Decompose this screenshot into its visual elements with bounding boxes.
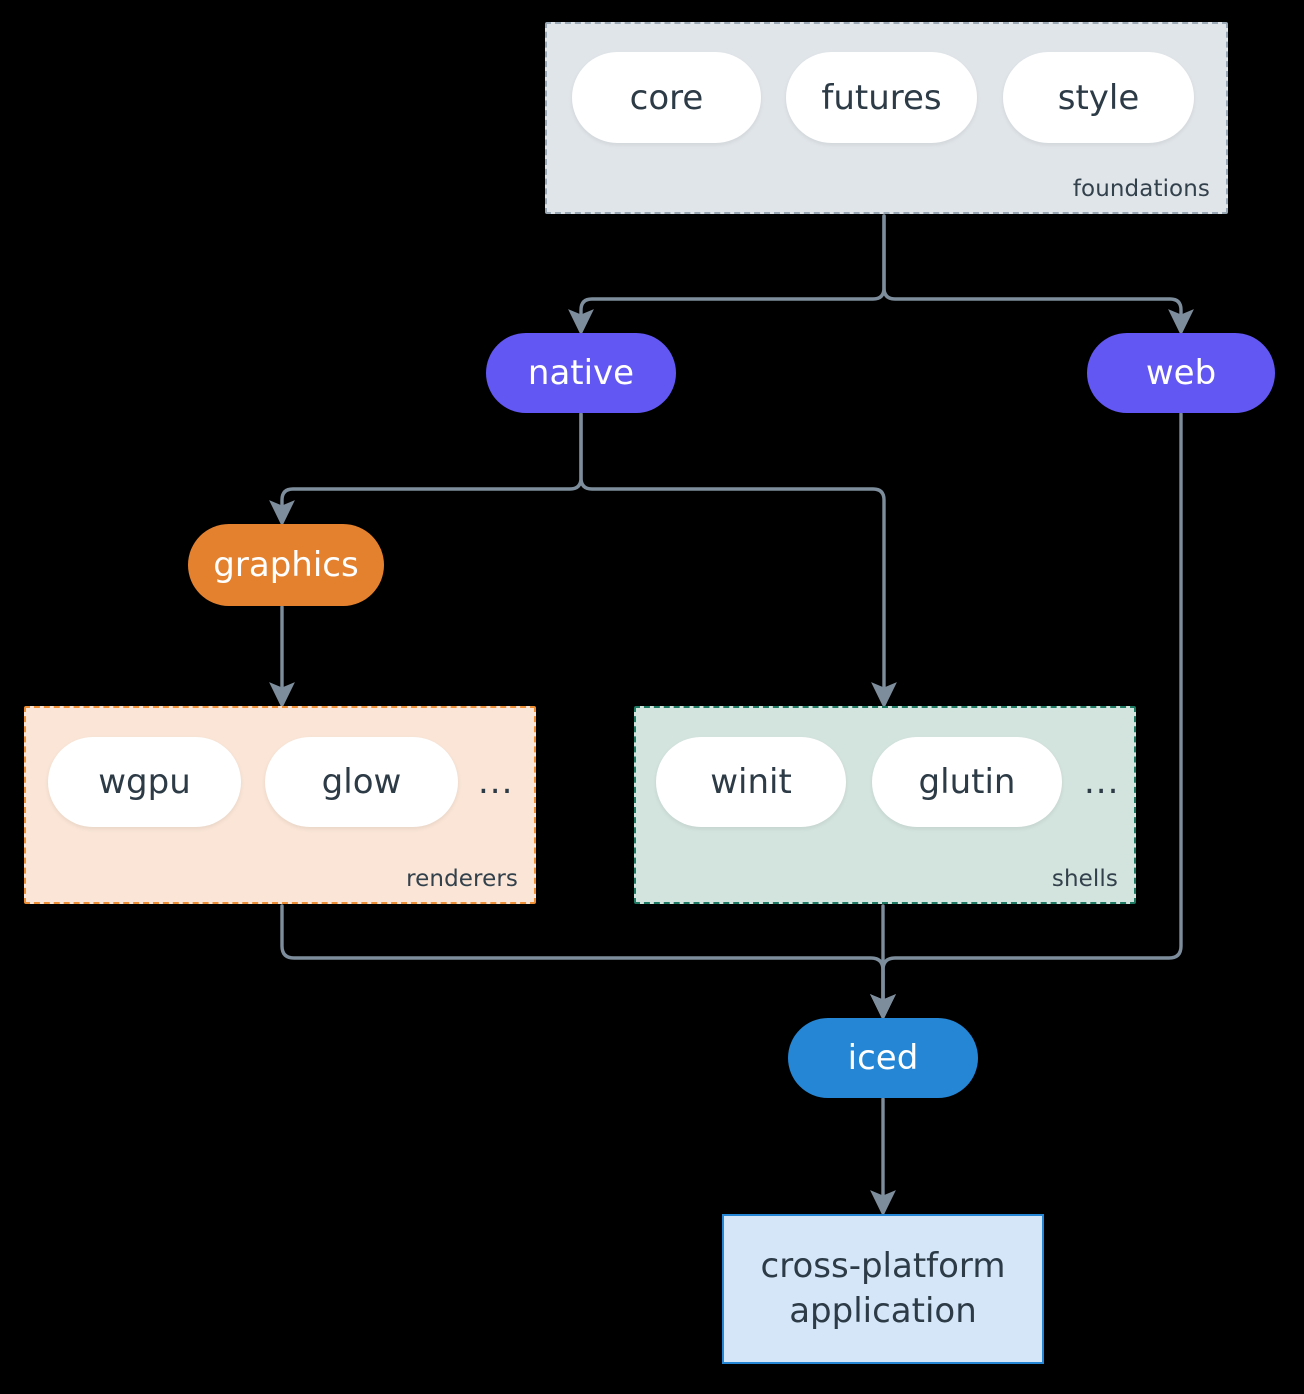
node-glutin-label: glutin <box>918 762 1016 802</box>
node-style-label: style <box>1057 77 1140 118</box>
node-graphics[interactable]: graphics <box>188 524 384 606</box>
node-native[interactable]: native <box>486 333 676 413</box>
node-glow[interactable]: glow <box>265 737 458 827</box>
node-native-label: native <box>527 353 635 393</box>
node-application-label-line2: application <box>789 1291 977 1331</box>
node-wgpu[interactable]: wgpu <box>48 737 241 827</box>
cluster-renderers-label: renderers <box>406 866 518 892</box>
node-application[interactable]: cross-platform application <box>722 1214 1044 1364</box>
node-graphics-label: graphics <box>213 545 359 585</box>
cluster-foundations-label: foundations <box>1072 176 1210 202</box>
node-iced[interactable]: iced <box>788 1018 978 1098</box>
node-application-label-line1: cross-platform <box>760 1246 1006 1287</box>
node-wgpu-label: wgpu <box>98 762 191 802</box>
node-style[interactable]: style <box>1003 52 1194 143</box>
cluster-shells-label: shells <box>1051 866 1118 892</box>
node-futures-label: futures <box>821 77 942 118</box>
node-winit[interactable]: winit <box>656 737 846 827</box>
node-core[interactable]: core <box>572 52 761 143</box>
shells-overflow-ellipsis: ... <box>1084 762 1120 802</box>
renderers-overflow-ellipsis: ... <box>478 762 514 802</box>
node-iced-label: iced <box>847 1038 919 1078</box>
node-web[interactable]: web <box>1087 333 1275 413</box>
node-glutin[interactable]: glutin <box>872 737 1062 827</box>
node-web-label: web <box>1145 353 1217 393</box>
node-winit-label: winit <box>710 762 792 802</box>
node-glow-label: glow <box>321 762 402 802</box>
node-core-label: core <box>629 77 704 118</box>
node-futures[interactable]: futures <box>786 52 977 143</box>
